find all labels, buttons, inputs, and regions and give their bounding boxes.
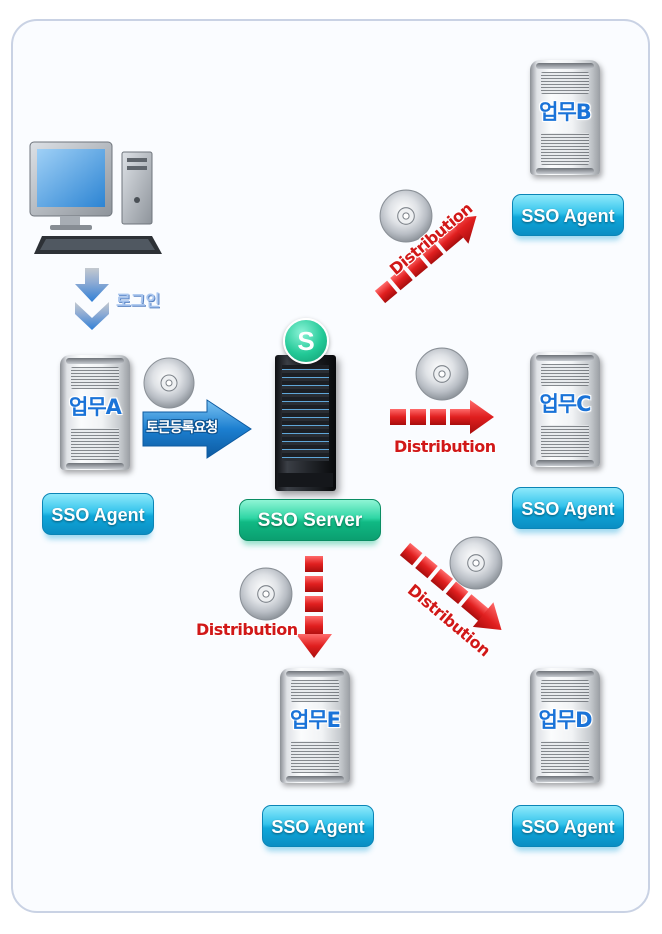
task-d-label: 업무D [538, 708, 592, 732]
agent-pill-b: SSO Agent [512, 194, 624, 236]
cd-disc-icon [143, 357, 195, 409]
handle [536, 776, 594, 782]
login-label: 로그인 [116, 291, 161, 310]
sso-server-pill: SSO Server [239, 499, 381, 541]
handle [66, 463, 124, 469]
grill [541, 741, 589, 773]
handle [536, 460, 594, 466]
agent-pill-d: SSO Agent [512, 805, 624, 847]
agent-pill-c: SSO Agent [512, 487, 624, 529]
distribution-arrow-b-icon [374, 216, 477, 304]
handle [66, 358, 124, 364]
grill [541, 133, 589, 165]
agent-pill-e: SSO Agent [262, 805, 374, 847]
rack-bays [282, 365, 329, 461]
distribution-arrow-e-icon [296, 556, 332, 658]
cd-disc-icon [449, 536, 503, 590]
sso-server-rack [275, 355, 336, 491]
grill [541, 425, 589, 457]
task-c-label: 업무C [539, 392, 591, 416]
handle [536, 63, 594, 69]
task-a-server: 업무A [60, 355, 130, 470]
handle [536, 355, 594, 361]
handle [536, 168, 594, 174]
grill [541, 72, 589, 94]
token-request-arrow-icon [142, 399, 252, 459]
sso-badge-icon: S [283, 318, 329, 364]
task-d-server: 업무D [530, 668, 600, 783]
task-e-label: 업무E [290, 708, 341, 732]
cd-disc-icon [415, 347, 469, 401]
task-a-label: 업무A [69, 395, 122, 419]
distribution-arrow-d-icon [399, 542, 502, 630]
rack-foot [278, 473, 333, 487]
distribution-label-c: Distribution [394, 437, 496, 456]
grill [541, 364, 589, 386]
task-c-server: 업무C [530, 352, 600, 467]
cd-disc-icon [239, 567, 293, 621]
grill [71, 367, 119, 389]
handle [286, 776, 344, 782]
handle [286, 671, 344, 677]
distribution-label-e: Distribution [196, 620, 298, 639]
grill [291, 680, 339, 702]
desktop-computer-icon [29, 141, 162, 254]
agent-pill-a: SSO Agent [42, 493, 154, 535]
grill [541, 680, 589, 702]
cd-disc-icon [379, 189, 433, 243]
grill [71, 428, 119, 460]
grill [291, 741, 339, 773]
handle [536, 671, 594, 677]
task-e-server: 업무E [280, 668, 350, 783]
task-b-server: 업무B [530, 60, 600, 175]
login-arrow-icon [75, 268, 109, 330]
token-request-label: 토큰등록요청 [146, 420, 218, 436]
distribution-arrow-c-icon [390, 400, 494, 434]
task-b-label: 업무B [539, 100, 592, 124]
